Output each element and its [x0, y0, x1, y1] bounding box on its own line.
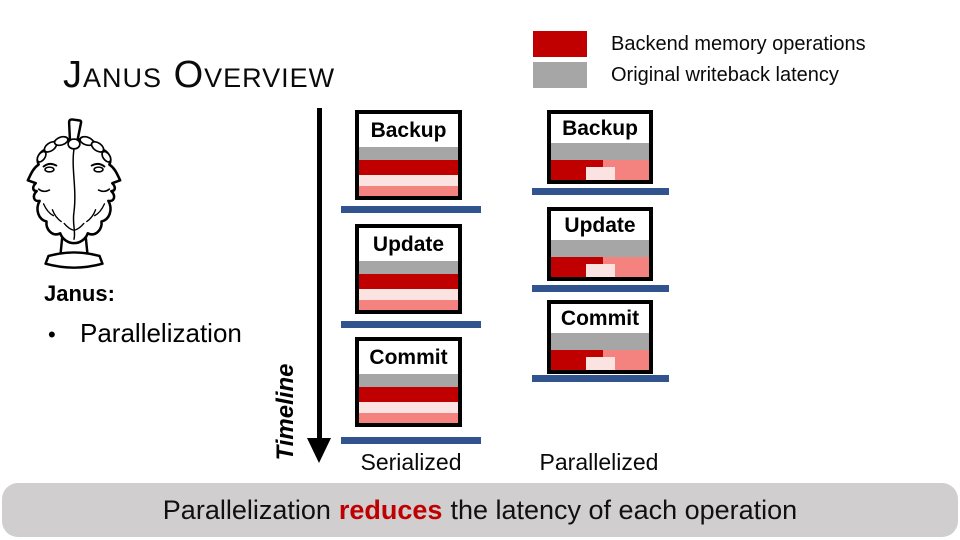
arrow-down-icon	[307, 438, 331, 463]
stripe-writeback-gray	[551, 333, 649, 350]
stripe-writeback-gray	[551, 143, 649, 160]
page-title: Janus Overview	[63, 54, 336, 96]
stripe-writeback-gray	[359, 261, 458, 274]
stripe-writeback-gray	[359, 374, 458, 387]
op-box-label: Update	[564, 213, 636, 237]
gray-swatch-icon	[533, 62, 587, 88]
op-box-update-parallelized: Update	[547, 207, 653, 281]
legend-label: Backend memory operations	[611, 32, 866, 55]
timeline-gap-bar	[341, 206, 481, 213]
footer-text-prefix: Parallelization	[162, 494, 331, 525]
footer-banner: Parallelization reduces the latency of e…	[2, 483, 958, 537]
stripe-backend-red	[359, 387, 458, 402]
footer-text-highlight: reduces	[338, 494, 443, 525]
op-box-commit-parallelized: Commit	[547, 300, 653, 374]
stripe-backend-pink	[359, 175, 458, 186]
footer-text-suffix: the latency of each operation	[450, 494, 798, 525]
stripe-backend-salmon	[359, 413, 458, 423]
column-label-parallelized: Parallelized	[539, 449, 659, 475]
bullet-item: • Parallelization	[48, 318, 242, 352]
column-label-serialized: Serialized	[360, 449, 462, 475]
op-box-label: Commit	[369, 345, 448, 369]
stripe-backend-red	[359, 274, 458, 289]
stripe-writeback-gray	[359, 147, 458, 160]
legend-label: Original writeback latency	[611, 63, 839, 86]
parallel-ops-region	[551, 160, 649, 180]
janus-heading: Janus:	[44, 281, 115, 306]
op-box-label: Backup	[562, 116, 638, 140]
timeline-axis	[317, 108, 322, 440]
stripe-backend-red	[359, 160, 458, 175]
parallel-block-pink	[586, 167, 615, 180]
parallel-block-pink	[586, 357, 615, 370]
janus-head-illustration	[26, 118, 122, 269]
red-swatch-icon	[533, 31, 587, 57]
op-box-backup-parallelized: Backup	[547, 110, 653, 184]
timeline-gap-bar	[532, 285, 669, 292]
parallel-ops-region	[551, 257, 649, 277]
op-box-update-serialized: Update	[355, 224, 462, 314]
timeline-gap-bar	[532, 375, 669, 382]
op-box-commit-serialized: Commit	[355, 337, 462, 427]
op-box-label: Update	[372, 232, 445, 256]
op-box-label: Backup	[370, 118, 447, 142]
stripe-backend-salmon	[359, 300, 458, 310]
legend-item-writeback-latency: Original writeback latency	[533, 62, 866, 88]
op-box-backup-serialized: Backup	[355, 110, 462, 200]
parallel-ops-region	[551, 350, 649, 370]
timeline-gap-bar	[341, 437, 481, 444]
timeline-gap-bar	[341, 321, 481, 328]
timeline-gap-bar	[532, 188, 669, 195]
timeline-label: Timeline	[272, 363, 299, 461]
stripe-backend-salmon	[359, 186, 458, 196]
legend: Backend memory operations Original write…	[533, 31, 866, 88]
bullet-marker: •	[48, 322, 56, 347]
stripe-backend-pink	[359, 402, 458, 413]
legend-item-backend-ops: Backend memory operations	[533, 31, 866, 57]
stripe-writeback-gray	[551, 240, 649, 257]
parallel-block-pink	[586, 264, 615, 277]
stripe-backend-pink	[359, 289, 458, 300]
bullet-label: Parallelization	[80, 318, 242, 348]
op-box-label: Commit	[560, 306, 640, 330]
